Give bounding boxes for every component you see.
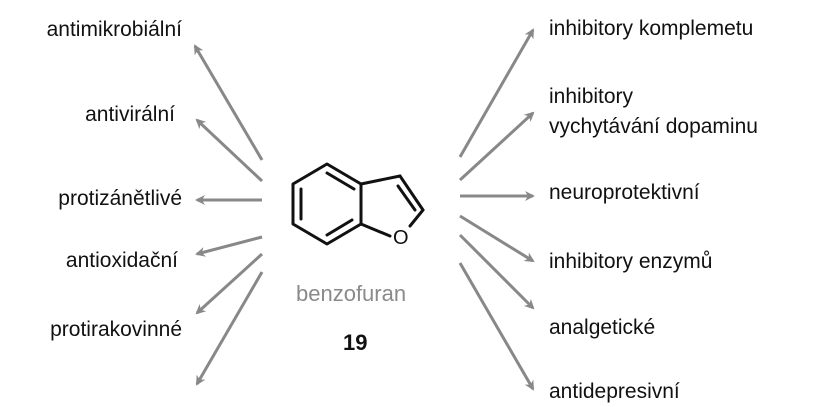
arrow-to-inhibitory-dopaminu — [458, 111, 535, 182]
furan-bond-c3-c2 — [398, 174, 425, 212]
arrow-to-inhibitory-enzymu — [459, 214, 535, 263]
activity-antidepresivni: antidepresivní — [549, 380, 680, 403]
arrow-to-inhibitory-komplemetu — [458, 28, 535, 158]
benzene-ring — [291, 162, 363, 246]
compound-name: benzofuran — [296, 281, 407, 306]
furan-bond-o-c7a — [359, 222, 392, 238]
left-arrows — [193, 44, 264, 386]
furan-double-bond-inner — [396, 184, 417, 212]
activity-antimikrobialni: antimikrobiální — [46, 18, 182, 41]
activity-inhibitory-komplemetu: inhibitory komplemetu — [549, 17, 754, 40]
activity-protizanetlive: protizánětlivé — [58, 187, 182, 210]
benzofuran-structure — [291, 162, 425, 246]
activity-inhibitory-vychytavani-dopaminu: inhibitory vychytávání dopaminu — [549, 82, 758, 142]
furan-bond-c2-o — [408, 208, 425, 228]
arrow-to-bottom-left — [195, 271, 264, 386]
benzene-double-bond-3 — [325, 218, 354, 237]
activity-neuroprotektivni: neuroprotektivní — [549, 181, 700, 204]
arrow-to-protirakovinne — [195, 252, 264, 315]
compound-number: 19 — [343, 330, 368, 355]
oxygen-atom: O — [393, 227, 409, 249]
activity-protirakovinne: protirakovinné — [50, 318, 182, 341]
activity-antiviralni: antivirální — [85, 103, 175, 126]
activity-inhibitory-enzymu: inhibitory enzymů — [549, 250, 713, 273]
benzene-double-bond-1 — [325, 171, 356, 191]
arrow-to-antiviralni — [195, 118, 264, 183]
right-arrows — [458, 28, 535, 391]
arrow-to-analgeticke — [458, 233, 535, 310]
arrow-to-antioxidacni — [195, 235, 263, 257]
arrow-to-antidepresivni — [458, 262, 535, 391]
activity-antioxidacni: antioxidační — [65, 249, 178, 272]
furan-bond-c3a-c3 — [359, 174, 402, 186]
activity-line-2: vychytávání dopaminu — [549, 115, 758, 138]
activity-analgeticke: analgetické — [549, 316, 656, 339]
arrow-to-antimikrobialni — [193, 44, 264, 161]
activity-line-1: inhibitory — [549, 85, 634, 108]
